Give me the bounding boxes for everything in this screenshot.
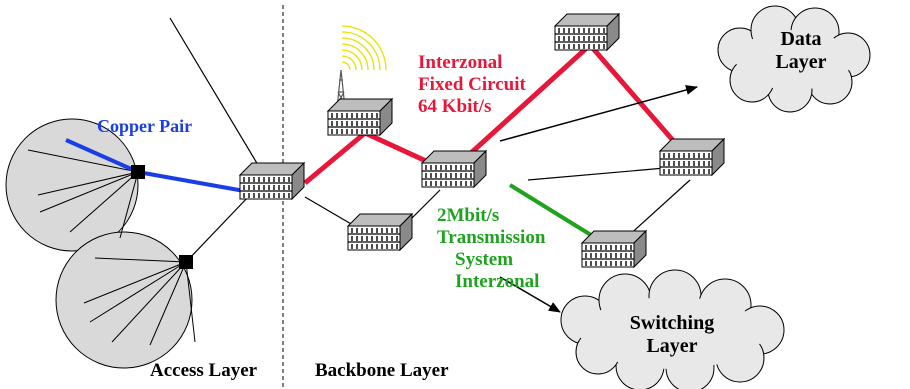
backbone-bottom-right-switch-icon [581,230,647,268]
access-layer-label: Access Layer [150,360,258,381]
cell-radial-lines-upper [27,149,139,239]
cell-radial-lines-lower [83,257,196,346]
concentrator-node-lower [179,255,193,269]
data-layer-label: Data Layer [771,28,831,74]
access-cell-lower [55,231,193,369]
copper-pair-label: Copper Pair [97,116,193,136]
concentrator-node-upper [131,165,145,179]
copper-pair-line-2 [137,170,251,194]
access-link-lower [185,194,251,263]
data-layer-line-1: Data [780,28,822,50]
interzonal-fixed-line-3: 64 Kbit/s [418,95,492,117]
switching-layer-cloud-icon [560,269,785,389]
access-link-top [169,17,271,186]
backbone-hub-switch-icon [421,150,487,188]
interzonal-fixed-circuit-label: Interzonal Fixed Circuit 64 Kbit/s [418,52,526,118]
arrow-to-switching-layer [499,276,561,313]
backbone-right-switch-icon [659,138,725,176]
copper-pair-line [65,138,139,174]
access-switch-icon [239,162,305,200]
backbone-layer-label: Backbone Layer [315,360,449,381]
switching-layer-line-2: Layer [646,335,698,357]
transmission-line-4: Interzonal [455,270,540,292]
transmission-line-1: 2Mbit/s [437,205,500,226]
transmission-system-label: 2Mbit/s Transmission System Interzonal [437,205,545,292]
switching-layer-label: Switching Layer [622,312,722,358]
data-layer-cloud-icon [717,5,871,113]
transmission-line-3: System [455,248,514,270]
interzonal-fixed-line-1: Interzonal [418,52,503,73]
backbone-top-switch-icon [554,13,620,51]
antenna-switch-icon [327,98,393,136]
transmission-line-2: Transmission [437,226,546,248]
backbone-lower-switch-icon [347,213,413,251]
data-layer-line-2: Layer [775,51,827,73]
interzonal-fixed-line-2: Fixed Circuit [418,73,526,95]
arrow-to-data-layer [499,85,698,142]
switching-layer-line-1: Switching [629,312,715,334]
access-cell-upper [5,118,139,252]
